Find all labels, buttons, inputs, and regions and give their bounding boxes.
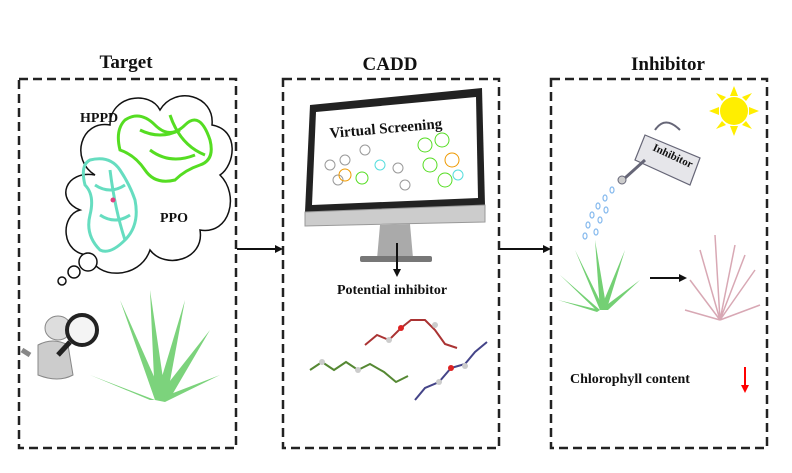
healthy-plant-illustration — [558, 240, 640, 312]
water-drops-illustration — [582, 186, 615, 240]
plant-illustration — [90, 290, 220, 402]
panel-box-cadd — [281, 77, 501, 450]
panel-box-target — [17, 77, 238, 450]
panel-box-inhibitor — [549, 77, 769, 450]
arrow-cadd-to-inhibitor — [500, 245, 551, 253]
arrow-target-to-cadd — [237, 245, 283, 253]
ppo-protein-illustration — [81, 157, 138, 253]
monitor-icon — [304, 88, 486, 262]
molecule-structures-illustration — [309, 319, 488, 401]
label-ppo: PPO — [160, 211, 188, 226]
panel-title-cadd: CADD — [363, 54, 418, 75]
arrow-right — [650, 274, 687, 282]
watering-can-icon — [617, 121, 701, 186]
panel-title-target: Target — [99, 52, 153, 73]
label-chlorophyll-content: Chlorophyll content — [570, 372, 690, 387]
hppd-protein-illustration — [116, 114, 213, 183]
pharmacophore-illustration — [324, 132, 464, 191]
sun-icon — [709, 86, 759, 136]
thought-cloud — [57, 95, 233, 286]
figure-with-magnifier-icon — [20, 313, 99, 380]
label-potential-inhibitor: Potential inhibitor — [337, 283, 447, 298]
panel-title-inhibitor: Inhibitor — [631, 54, 705, 75]
decrease-arrow-icon — [741, 367, 749, 393]
label-hppd: HPPD — [80, 111, 118, 126]
withered-plant-illustration — [684, 234, 761, 321]
arrow-down — [393, 243, 401, 277]
